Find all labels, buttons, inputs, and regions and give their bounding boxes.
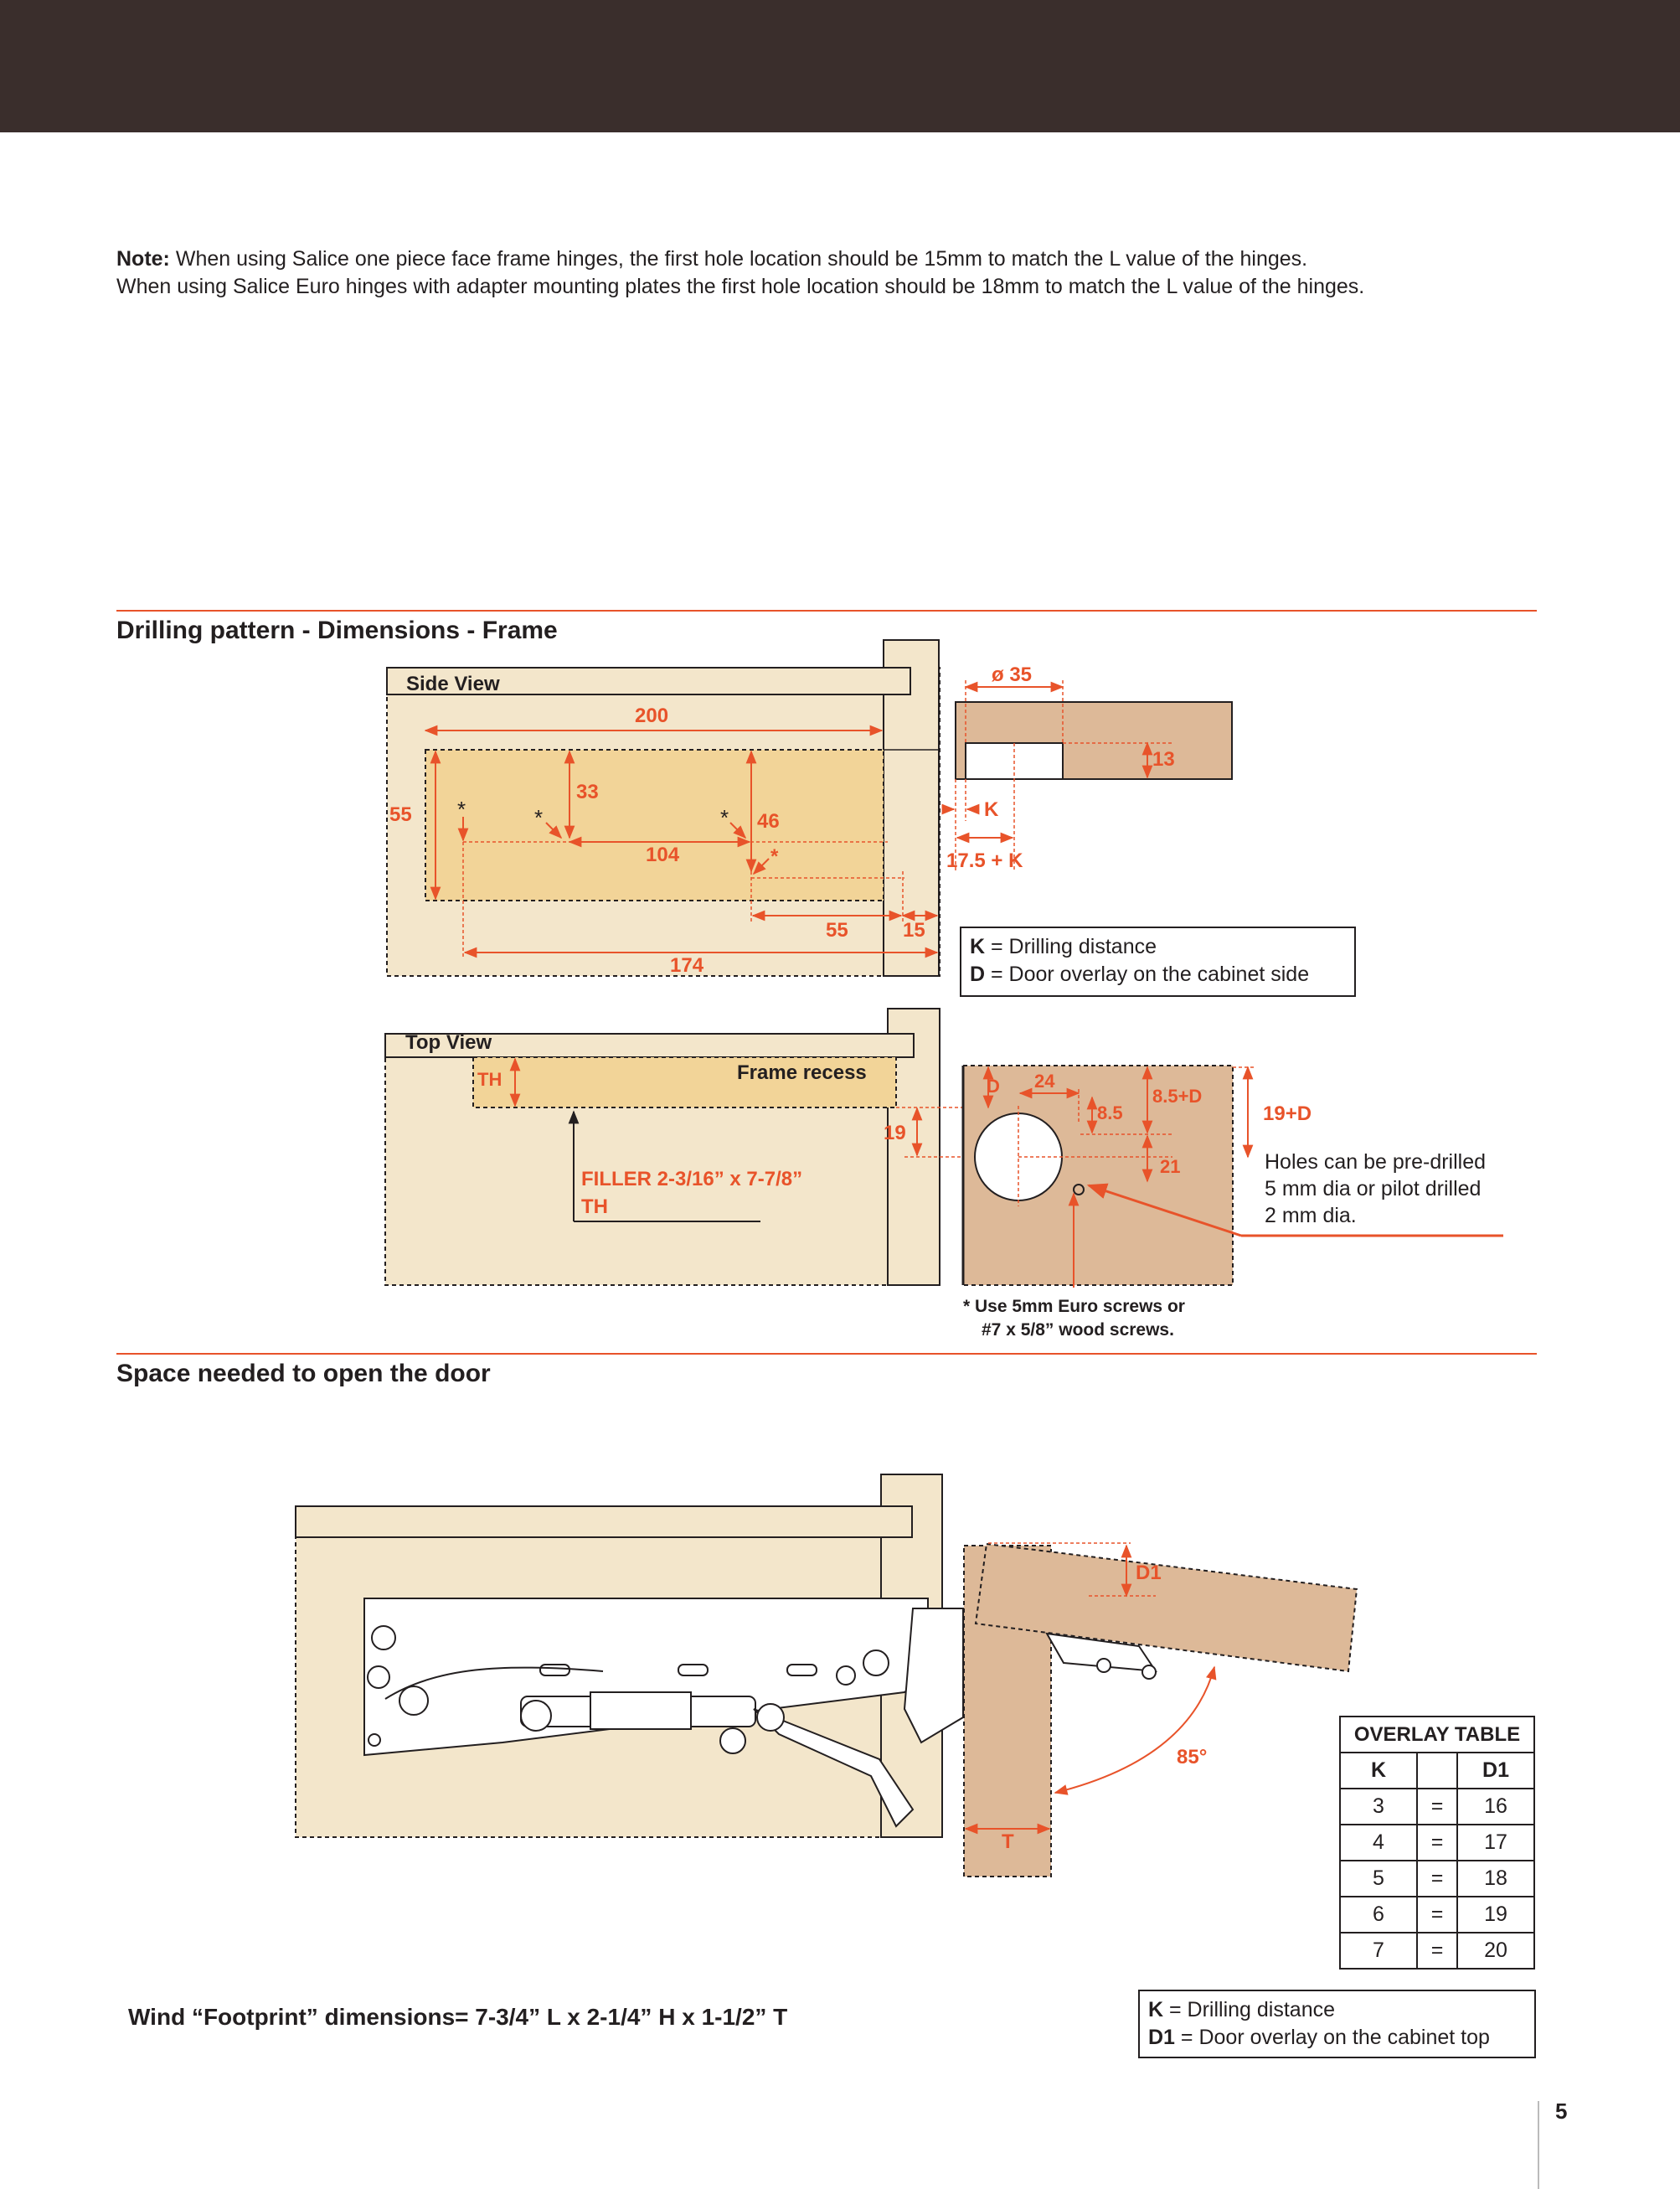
- table-row: 7=20: [1339, 1932, 1535, 1970]
- plate-dim-d: D: [987, 1076, 1000, 1097]
- dim-t: T: [1002, 1830, 1014, 1853]
- page-number-divider: [1538, 2101, 1539, 2189]
- plate-dim-8-5-d: 8.5+D: [1152, 1086, 1202, 1107]
- plate-dim-8-5: 8.5: [1097, 1102, 1123, 1123]
- table-row: 3=16: [1339, 1788, 1535, 1825]
- dim-104: 104: [646, 844, 680, 866]
- page-number: 5: [1555, 2099, 1568, 2124]
- note-line-2: When using Salice Euro hinges with adapt…: [116, 275, 1365, 298]
- lift-mechanism: [363, 1598, 964, 1828]
- holes-note-line-1: Holes can be pre-drilled: [1265, 1150, 1486, 1174]
- overlay-table: OVERLAY TABLE K D1 3=16 4=17 5=18 6=19 7…: [1339, 1716, 1535, 1970]
- dim-200: 200: [635, 705, 668, 727]
- filler-th-label: TH: [581, 1195, 608, 1218]
- table-row: 4=17: [1339, 1824, 1535, 1861]
- hole-asterisk-1: *: [457, 797, 466, 822]
- table-row: 5=18: [1339, 1860, 1535, 1897]
- dim-d1: D1: [1136, 1562, 1162, 1584]
- dim-19: 19: [884, 1122, 906, 1144]
- dim-13: 13: [1152, 748, 1175, 771]
- footprint-dimensions: Wind “Footprint” dimensions= 7-3/4” L x …: [128, 2004, 788, 2030]
- table-row: 6=19: [1339, 1896, 1535, 1933]
- door-opening-diagram: D1 85° T: [295, 1474, 1358, 1877]
- dim-55: 55: [389, 803, 412, 826]
- screws-note-line-1: * Use 5mm Euro screws or: [963, 1297, 1185, 1316]
- side-view-header-bar: [386, 667, 911, 695]
- legend-side: K = Drilling distance D = Door overlay o…: [960, 927, 1356, 997]
- plate-dim-24: 24: [1034, 1071, 1055, 1092]
- dim-174: 174: [670, 954, 704, 977]
- hole-asterisk-4: *: [770, 845, 779, 868]
- hole-asterisk-3: *: [720, 805, 729, 830]
- plate-dim-21: 21: [1160, 1156, 1180, 1177]
- dim-k: K: [984, 798, 999, 821]
- dim-55-bottom: 55: [826, 919, 848, 942]
- overlay-col-d1: D1: [1456, 1752, 1535, 1789]
- section-heading-drilling: Drilling pattern - Dimensions - Frame: [116, 617, 558, 644]
- drilling-diagram: Side View 200 55 33 46 104 * * * * 55 15…: [384, 639, 1503, 1340]
- note-label: Note:: [116, 247, 170, 271]
- overlay-col-k: K: [1339, 1752, 1418, 1789]
- top-view-title: Top View: [405, 1031, 492, 1054]
- note-text: Note: When using Salice one piece face f…: [116, 245, 1624, 301]
- filler-label: FILLER 2-3/16” x 7-7/8”: [581, 1168, 802, 1190]
- section-divider-2: [116, 1353, 1537, 1355]
- dim-17-5-k: 17.5 + K: [946, 849, 1023, 872]
- note-line-1: When using Salice one piece face frame h…: [175, 247, 1308, 271]
- screws-note-line-2: #7 x 5/8” wood screws.: [982, 1320, 1174, 1340]
- holes-note-line-2: 5 mm dia or pilot drilled: [1265, 1177, 1481, 1200]
- dim-dia-35: ø 35: [992, 663, 1032, 686]
- dim-th: TH: [477, 1069, 502, 1090]
- section-divider: [116, 610, 1537, 612]
- header-bar: [0, 0, 1680, 132]
- dim-46: 46: [757, 810, 780, 833]
- side-view-recess: [425, 749, 884, 901]
- top-view-recess: [472, 1056, 897, 1108]
- hole-asterisk-2: *: [534, 805, 543, 830]
- top-view-header-bar: [384, 1033, 915, 1058]
- door-open: [974, 1542, 1358, 1673]
- dim-33: 33: [576, 781, 599, 803]
- cabinet-top-bar: [295, 1505, 913, 1538]
- angle-85: 85°: [1177, 1746, 1207, 1768]
- legend-top: K = Drilling distance D1 = Door overlay …: [1138, 1990, 1536, 2058]
- side-view-title: Side View: [406, 673, 500, 695]
- overlay-table-title: OVERLAY TABLE: [1339, 1716, 1535, 1753]
- frame-recess-label: Frame recess: [737, 1061, 867, 1084]
- dim-15: 15: [903, 919, 925, 942]
- plate-dim-19-d: 19+D: [1263, 1102, 1312, 1125]
- section-heading-space: Space needed to open the door: [116, 1360, 491, 1387]
- holes-note-line-3: 2 mm dia.: [1265, 1204, 1357, 1227]
